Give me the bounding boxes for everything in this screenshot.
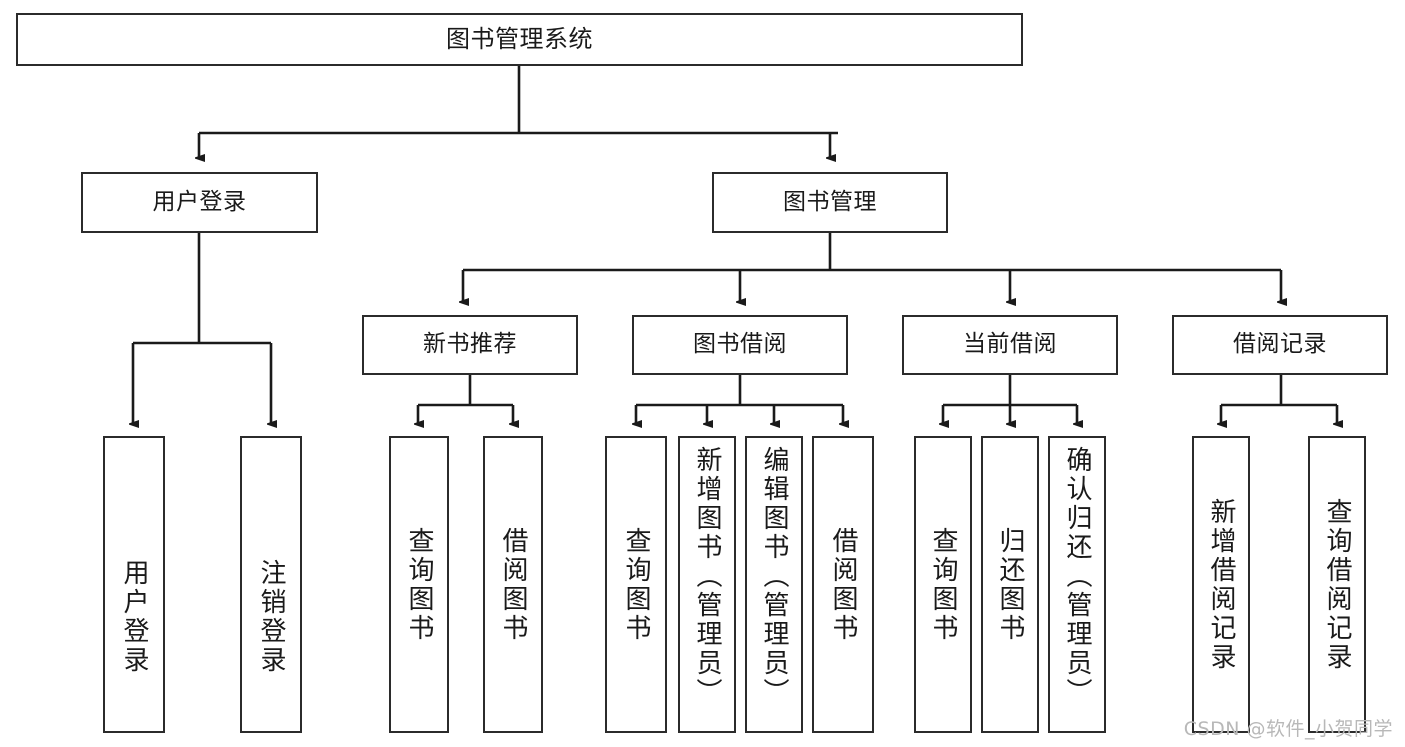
- node-label: 借阅图书: [828, 526, 858, 643]
- leaf-confirm-return-admin[interactable]: 确认归还（管理员）: [1048, 436, 1106, 733]
- node-label: 图书管理系统: [446, 25, 593, 54]
- leaf-user-login[interactable]: 用户登录: [103, 436, 165, 733]
- node-label: 用户登录: [119, 559, 149, 675]
- node-borrow-record[interactable]: 借阅记录: [1172, 315, 1388, 375]
- node-label: 确认归还（管理员）: [1062, 446, 1092, 707]
- leaf-borrow-books[interactable]: 借阅图书: [812, 436, 874, 733]
- leaf-logout[interactable]: 注销登录: [240, 436, 302, 733]
- node-label: 用户登录: [152, 188, 247, 215]
- node-label: 查询图书: [621, 526, 651, 643]
- node-label: 新书推荐: [423, 331, 517, 358]
- leaf-borrow-books-recommend[interactable]: 借阅图书: [483, 436, 543, 733]
- node-label: 归还图书: [995, 526, 1025, 643]
- leaf-add-book-admin[interactable]: 新增图书（管理员）: [678, 436, 736, 733]
- node-current-borrow[interactable]: 当前借阅: [902, 315, 1118, 375]
- node-new-book-recommend[interactable]: 新书推荐: [362, 315, 578, 375]
- node-book-borrow[interactable]: 图书借阅: [632, 315, 848, 375]
- leaf-return-books[interactable]: 归还图书: [981, 436, 1039, 733]
- node-label: 新增借阅记录: [1206, 497, 1236, 672]
- node-label: 注销登录: [256, 559, 286, 675]
- node-user-login[interactable]: 用户登录: [81, 172, 318, 233]
- leaf-query-books-recommend[interactable]: 查询图书: [389, 436, 449, 733]
- node-label: 查询图书: [928, 526, 958, 643]
- node-label: 借阅图书: [498, 526, 528, 643]
- leaf-edit-book-admin[interactable]: 编辑图书（管理员）: [745, 436, 803, 733]
- node-label: 图书管理: [783, 188, 877, 215]
- node-label: 查询图书: [404, 526, 434, 643]
- node-root-system[interactable]: 图书管理系统: [16, 13, 1023, 66]
- node-label: 图书借阅: [693, 331, 787, 358]
- node-label: 新增图书（管理员）: [692, 446, 722, 707]
- leaf-query-borrow-record[interactable]: 查询借阅记录: [1308, 436, 1366, 733]
- node-label: 编辑图书（管理员）: [759, 446, 789, 707]
- node-label: 查询借阅记录: [1322, 497, 1352, 672]
- node-book-management[interactable]: 图书管理: [712, 172, 948, 233]
- leaf-query-books-current[interactable]: 查询图书: [914, 436, 972, 733]
- node-label: 借阅记录: [1233, 331, 1327, 358]
- leaf-query-books-borrow[interactable]: 查询图书: [605, 436, 667, 733]
- leaf-add-borrow-record[interactable]: 新增借阅记录: [1192, 436, 1250, 733]
- watermark-text: CSDN @软件_小贺同学: [1183, 718, 1393, 740]
- node-label: 当前借阅: [963, 331, 1057, 358]
